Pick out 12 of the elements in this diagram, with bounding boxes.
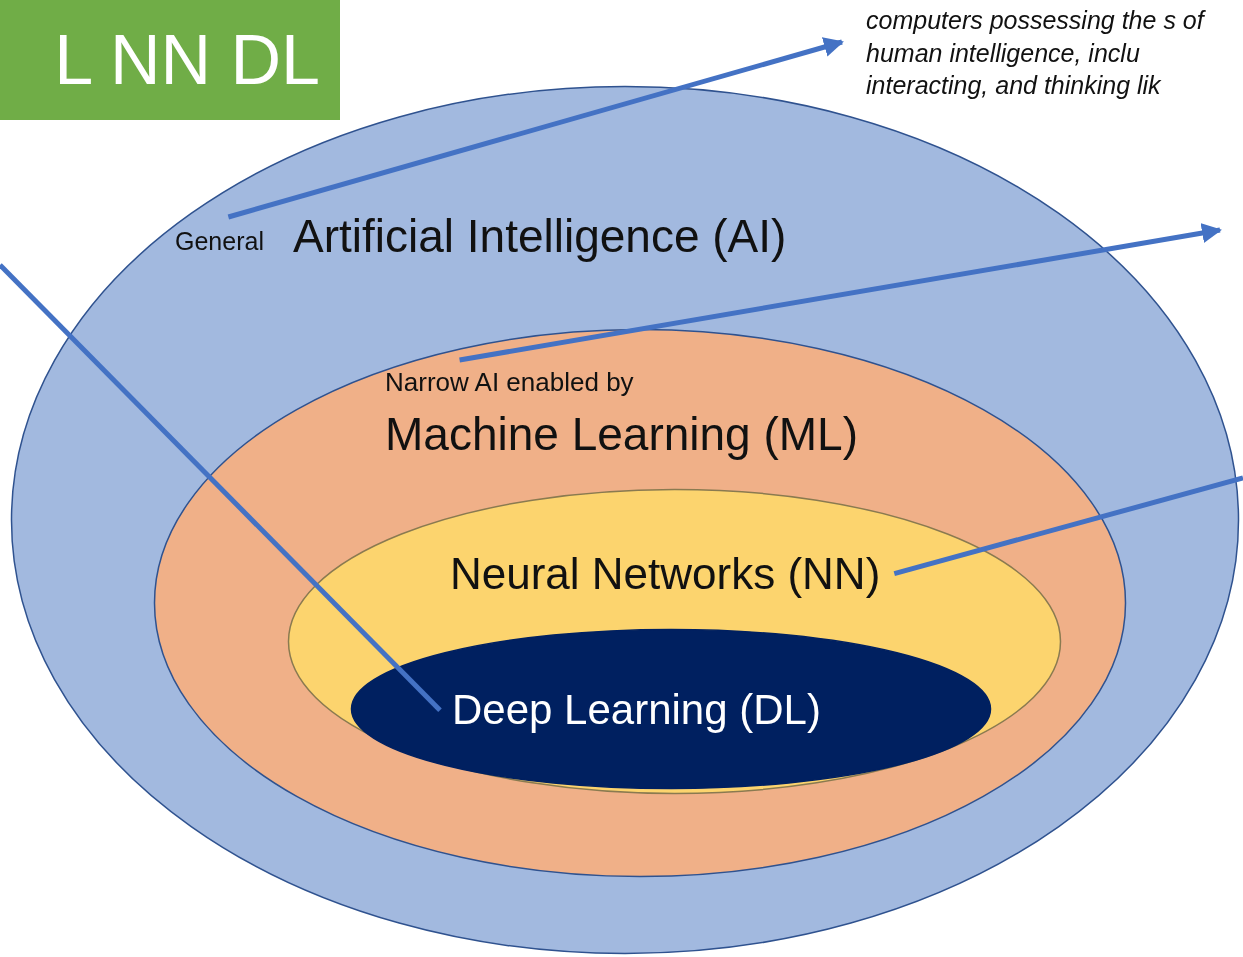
arrow bbox=[459, 223, 1222, 363]
arrow bbox=[227, 37, 844, 220]
node-label: Neural Networks (NN) bbox=[450, 548, 881, 600]
connector-line bbox=[0, 263, 442, 713]
node-label: Machine Learning (ML) bbox=[385, 407, 858, 462]
node-label: Deep Learning (DL) bbox=[452, 685, 821, 735]
node-label: Artificial Intelligence (AI) bbox=[293, 209, 787, 264]
subtitle-text: Narrow AI enabled by bbox=[385, 366, 634, 399]
subtitle-text: General bbox=[175, 226, 264, 257]
description-text: computers possessing the s of human intelligence, inclu interacting, and thinking lik bbox=[866, 5, 1207, 101]
title-banner: L NN DL bbox=[0, 0, 340, 120]
connector-line bbox=[893, 475, 1243, 576]
